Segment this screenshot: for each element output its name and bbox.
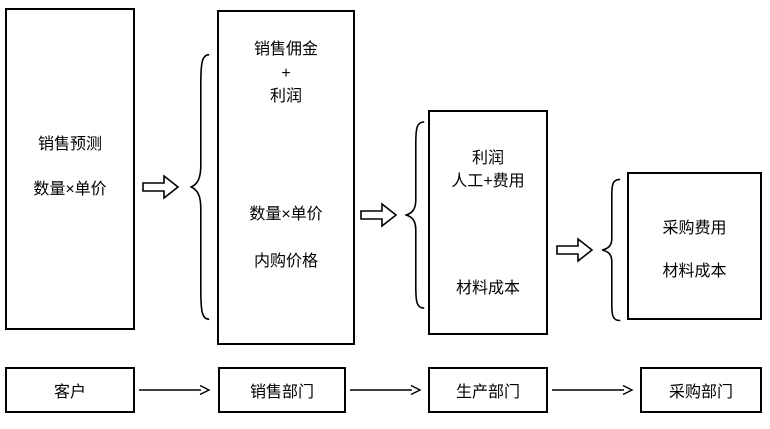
right-block-arrow-icon xyxy=(142,174,180,200)
box-text: 利润 xyxy=(471,150,504,167)
production-detail-box: 利润 人工+费用 材料成本 xyxy=(428,110,548,335)
curly-brace-icon xyxy=(190,52,214,322)
right-block-arrow-icon xyxy=(360,202,398,228)
box-text: + xyxy=(281,65,291,82)
dept-box-customer: 客户 xyxy=(5,367,135,413)
box-text: 数量×单价 xyxy=(249,206,323,223)
procurement-detail-box: 采购费用 材料成本 xyxy=(627,172,762,320)
box-text: 材料成本 xyxy=(662,263,727,280)
box-text: 利润 xyxy=(269,88,302,105)
dept-label: 销售部门 xyxy=(249,384,314,401)
box-text: 人工+费用 xyxy=(451,173,525,190)
dept-box-sales: 销售部门 xyxy=(218,367,346,413)
box-text: 数量×单价 xyxy=(33,181,107,198)
curly-brace-icon xyxy=(601,178,625,322)
dept-label: 采购部门 xyxy=(668,384,733,401)
dept-box-procurement: 采购部门 xyxy=(640,367,762,413)
box-text: 销售预测 xyxy=(37,136,102,153)
flow-arrow-icon xyxy=(350,384,422,396)
flow-arrow-icon xyxy=(139,384,211,396)
right-block-arrow-icon xyxy=(556,237,594,263)
box-text: 内购价格 xyxy=(253,253,318,270)
flow-arrow-icon xyxy=(552,384,634,396)
curly-brace-icon xyxy=(405,120,429,310)
dept-box-production: 生产部门 xyxy=(428,367,548,413)
sales-forecast-box: 销售预测 数量×单价 xyxy=(5,8,135,330)
sales-detail-box: 销售佣金 + 利润 数量×单价 内购价格 xyxy=(217,10,355,345)
box-text: 销售佣金 xyxy=(253,41,318,58)
dept-label: 客户 xyxy=(53,384,86,401)
box-text: 材料成本 xyxy=(455,280,520,297)
dept-label: 生产部门 xyxy=(455,384,520,401)
box-text: 采购费用 xyxy=(662,220,727,237)
